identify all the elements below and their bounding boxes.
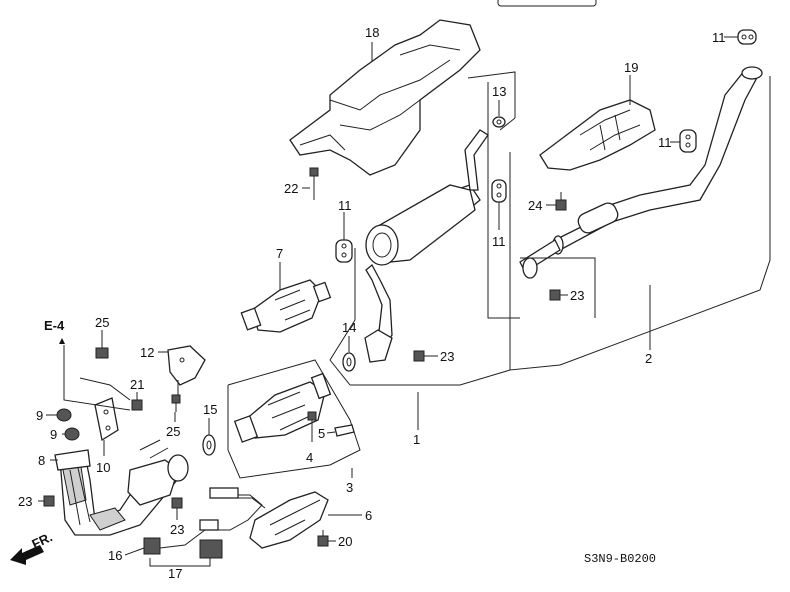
leader-frame-front — [63, 345, 131, 411]
heat-shield-upper — [289, 19, 481, 176]
label-24: 24 — [528, 198, 542, 213]
frame-fragment — [497, 0, 597, 7]
bolt-4 — [307, 411, 317, 442]
hanger-rubber-11-right — [679, 129, 697, 153]
bolt-22 — [309, 167, 319, 200]
label-11-bracket: 11 — [492, 234, 506, 249]
front-marker: FR. — [29, 529, 54, 551]
label-13: 13 — [492, 84, 506, 99]
label-3: 3 — [346, 480, 353, 495]
label-9-upper: 9 — [36, 408, 43, 423]
exhaust-pipe-rear — [519, 66, 763, 279]
label-11-top: 11 — [712, 30, 726, 45]
bolt-5 — [334, 424, 355, 437]
label-23-right: 23 — [570, 288, 584, 303]
label-17: 17 — [168, 566, 182, 581]
assembly-3-frame — [227, 359, 361, 479]
label-4: 4 — [306, 450, 313, 465]
label-25-top: 25 — [95, 315, 109, 330]
leader-frame-front-b — [79, 377, 131, 401]
assembly-frame-lines — [329, 71, 771, 386]
label-22: 22 — [284, 181, 298, 196]
hanger-rubber-11-bracket — [491, 179, 507, 203]
heat-shield-catalyst — [539, 99, 656, 171]
label-12: 12 — [140, 345, 154, 360]
muffler-center — [364, 129, 489, 363]
label-23-center: 23 — [170, 522, 184, 537]
label-23-muffler: 23 — [440, 349, 454, 364]
label-1: 1 — [413, 432, 420, 447]
bolt-25-top — [95, 347, 109, 359]
label-23-left: 23 — [18, 494, 32, 509]
label-19: 19 — [624, 60, 638, 75]
label-15: 15 — [203, 402, 217, 417]
oxygen-sensor-16-connector — [143, 537, 161, 555]
hanger-rubber-11-mid — [335, 239, 353, 263]
label-18: 18 — [365, 25, 379, 40]
ref-marker-e4: E-4 — [44, 318, 65, 333]
label-21: 21 — [130, 377, 144, 392]
label-20: 20 — [338, 534, 352, 549]
bolt-24 — [555, 192, 567, 211]
label-16: 16 — [108, 548, 122, 563]
label-11-right: 11 — [658, 135, 672, 150]
oxygen-sensor-wiring — [159, 487, 266, 549]
label-5: 5 — [318, 426, 325, 441]
label-6: 6 — [365, 508, 372, 523]
label-11-mid: 11 — [338, 198, 352, 213]
nut-23-muffler — [413, 350, 425, 362]
label-25-lower: 25 — [166, 424, 180, 439]
label-14: 14 — [342, 320, 356, 335]
label-8: 8 — [38, 453, 45, 468]
bracket-12 — [167, 345, 206, 398]
label-2: 2 — [645, 351, 652, 366]
nut-9-lower — [64, 427, 80, 441]
bolt-20 — [317, 530, 329, 547]
stud-bolts — [139, 439, 169, 459]
leader-16 — [124, 547, 145, 556]
nut-9-upper — [56, 408, 72, 422]
gasket-14 — [342, 352, 356, 372]
gasket-15 — [202, 434, 216, 456]
catalytic-converter-upper — [240, 279, 332, 333]
nut-23-right — [549, 289, 561, 301]
bolt-25-lower — [171, 394, 181, 412]
leader-5 — [326, 431, 336, 434]
nut-13 — [492, 116, 506, 128]
nut-21 — [131, 399, 143, 411]
diagram-code: S3N9-B0200 — [584, 552, 656, 566]
bracket-10 — [94, 397, 119, 442]
label-10: 10 — [96, 460, 110, 475]
catalytic-converter-lower — [233, 372, 332, 443]
front-pipe-assembly — [54, 449, 189, 536]
oxygen-sensor-17-connector — [199, 539, 223, 559]
label-7: 7 — [276, 246, 283, 261]
front-arrow-icon — [10, 545, 44, 565]
label-9-lower: 9 — [50, 427, 57, 442]
hanger-rubber-11-top — [737, 29, 757, 45]
leader-17 — [149, 558, 211, 567]
nut-23-left — [43, 495, 55, 507]
ref-arrow-icon — [59, 338, 65, 344]
nut-23-center — [171, 497, 183, 509]
heat-shield-lower — [249, 491, 329, 549]
